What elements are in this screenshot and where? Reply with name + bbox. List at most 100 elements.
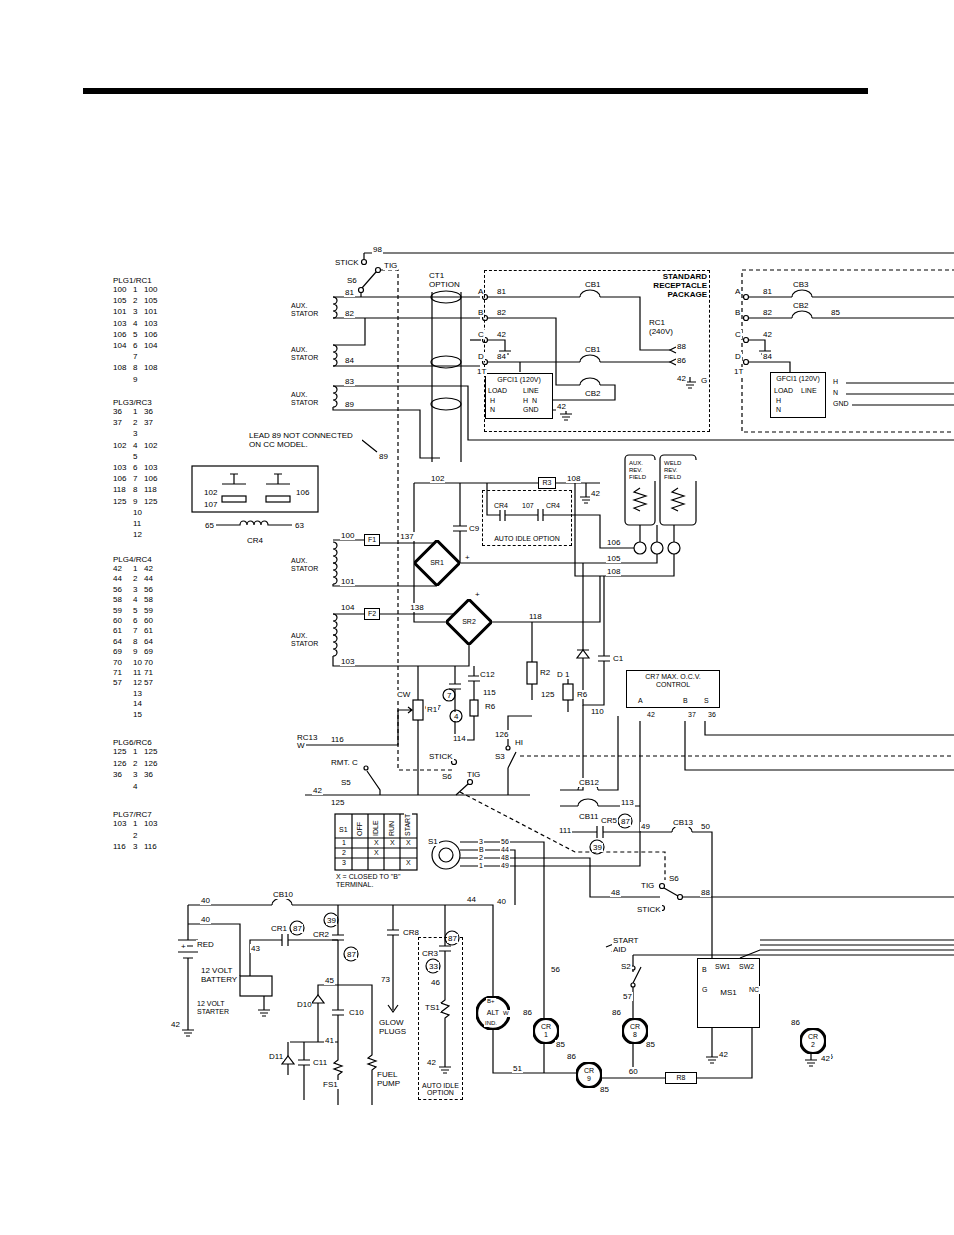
wire-label: 89 [378, 452, 389, 461]
wire-label: CR8 [402, 928, 420, 937]
node-text: AUTO IDLE OPTION [421, 1082, 460, 1097]
wire-label: 60 [628, 1067, 639, 1076]
wire-label: AUX. STATOR [290, 391, 324, 407]
relay-coil: CR 2 [800, 1028, 826, 1054]
node-text: CR 2 [806, 1033, 820, 1048]
wire-label: 106 [112, 330, 127, 339]
wire-label: FUEL PUMP [376, 1070, 408, 1088]
wire-label: CB10 [272, 890, 294, 899]
wire-label: 3 [132, 429, 138, 438]
wire-label: 1 [132, 819, 138, 828]
wire-label: C [477, 330, 485, 339]
wire-label: 9 [132, 375, 138, 384]
wire-label: 4 [132, 441, 138, 450]
wire-label: OFF [356, 821, 364, 837]
wire-label: 1 [132, 564, 138, 573]
node-text: STANDARD RECEPTACLE PACKAGE [645, 273, 707, 299]
wire-label: 105 [143, 296, 158, 305]
wire-label: 106 [606, 538, 621, 547]
wire-label: G [700, 376, 708, 385]
wire-label: 2 [132, 831, 138, 840]
wire-label: 87 [292, 924, 303, 933]
wire-label: 3 [132, 842, 138, 851]
wire-label: AUX. STATOR [290, 557, 324, 573]
wire-label: RMT. C [330, 758, 359, 767]
wire-label: 106 [143, 330, 158, 339]
wire-label: 126 [494, 730, 509, 739]
wire-label: GND [522, 406, 540, 414]
top-wiring [333, 253, 954, 880]
wire-label: 48 [610, 888, 621, 897]
wire-label: 45 [324, 976, 335, 985]
node-text: ALT [487, 1009, 499, 1017]
wire-label: C9 [468, 524, 480, 533]
wire-label: 51 [512, 1064, 523, 1073]
wire-label: 87 [620, 817, 631, 826]
wire-label: 103 [112, 819, 127, 828]
wire-label: HI [514, 738, 524, 747]
wire-label: 71 [112, 668, 123, 677]
relay-and-field-wiring [192, 455, 696, 712]
wire-label: 137 [399, 532, 414, 541]
wire-label: 81 [762, 287, 773, 296]
wire-label: 69 [143, 647, 154, 656]
wire-connector [380, 613, 454, 614]
wire-label: 106 [143, 474, 158, 483]
wire-label: 42 [496, 330, 507, 339]
bridge-rectifier: SR2 [446, 599, 492, 645]
wire-label: 126 [143, 759, 158, 768]
wire-label: 108 [566, 474, 581, 483]
wire-label: CR1 [270, 924, 288, 933]
node-text: CR7 MAX. O.C.V. CONTROL [629, 673, 717, 688]
wire-label: 89 [344, 400, 355, 409]
wire-label: 12 VOLT BATTERY [200, 966, 238, 984]
wire-label: 44 [143, 574, 154, 583]
wire-label: IND. [484, 1020, 498, 1027]
wire-label: 44 [466, 895, 477, 904]
node-text: R3 [543, 479, 552, 487]
wire-label: TIG [640, 881, 655, 890]
wire-label: 1 [132, 407, 138, 416]
wire-label: 105 [606, 554, 621, 563]
wire-label: NC [748, 986, 760, 994]
wire-label: FS1 [322, 1080, 339, 1089]
wire-label: 103 [340, 657, 355, 666]
wire-label: 60 [143, 616, 154, 625]
wire-label: 84 [762, 352, 773, 361]
wire-label: 116 [112, 842, 127, 851]
node-text: CR 9 [582, 1067, 596, 1082]
wire-label: CR4 [493, 502, 509, 510]
wire-label: 39 [326, 916, 337, 925]
wire-label: N [775, 406, 782, 414]
wire-label: 42 [718, 1050, 729, 1059]
wire-label: 39 [592, 843, 603, 852]
wire-label: CB11 [578, 812, 599, 821]
option-box: AUTO IDLE OPTION [418, 937, 463, 1100]
resistor: R3 [538, 477, 556, 489]
wire-label: 116 [330, 735, 345, 744]
node-text: F1 [368, 536, 376, 544]
wire-label: 14 [132, 699, 143, 708]
wire-label: CR4 [246, 536, 264, 545]
wire-label: R6 [484, 702, 496, 711]
wire-label: 82 [762, 308, 773, 317]
wire-label: STICK [428, 752, 454, 761]
wire-label: LINE [800, 387, 818, 395]
wire-label: 8 [132, 485, 138, 494]
wire-label: 103 [143, 319, 158, 328]
wire-label: 56 [500, 838, 510, 846]
wire-label: 7 [132, 352, 138, 361]
wire-label: IDLE [372, 819, 380, 837]
wire-label: 3 [132, 770, 138, 779]
wire-label: 116 [143, 842, 158, 851]
wire-label: 5 [132, 330, 138, 339]
wire-connector [380, 542, 434, 543]
node-text: SR1 [430, 559, 444, 567]
wire-label: 1T [476, 367, 487, 376]
option-box: AUTO IDLE OPTION [482, 490, 572, 546]
node-text: CR 1 [539, 1023, 553, 1038]
wire-label: 98 [372, 245, 383, 254]
wire-label: 7 [446, 691, 452, 700]
wire-label: W [296, 741, 306, 750]
